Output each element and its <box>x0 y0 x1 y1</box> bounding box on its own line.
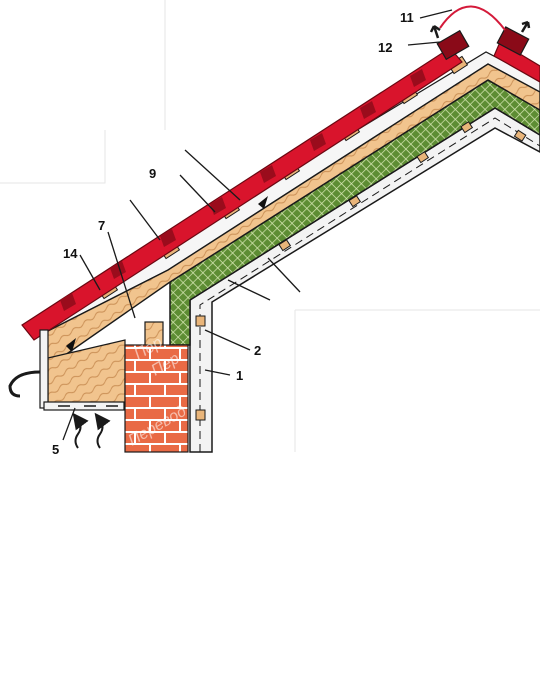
gutter-icon <box>8 370 41 398</box>
airflow-direction-arrows <box>66 196 268 352</box>
callout-2: 2 <box>254 343 261 358</box>
callout-11: 11 <box>400 10 414 25</box>
ridge-vent-left <box>436 29 470 61</box>
ridge-vent-right <box>496 26 530 56</box>
callout-1: 1 <box>236 368 243 383</box>
fascia-board <box>39 329 49 409</box>
callout-5: 5 <box>52 442 59 457</box>
callout-12: 12 <box>378 40 392 55</box>
background-panels <box>0 0 540 452</box>
callout-7: 7 <box>98 218 105 233</box>
air-flow-arrow-icon <box>72 412 111 449</box>
wall-fasteners <box>195 121 527 421</box>
roof-tiles-right <box>493 41 540 83</box>
roof-tiles <box>21 47 463 341</box>
ridge-arc <box>439 5 506 31</box>
vent-arrow-icon <box>429 24 441 39</box>
leader-lines <box>62 9 453 441</box>
brick-wall <box>124 344 189 453</box>
callout-14: 14 <box>63 246 78 261</box>
callout-9: 9 <box>149 166 156 181</box>
vent-arrow-icon <box>520 20 531 33</box>
